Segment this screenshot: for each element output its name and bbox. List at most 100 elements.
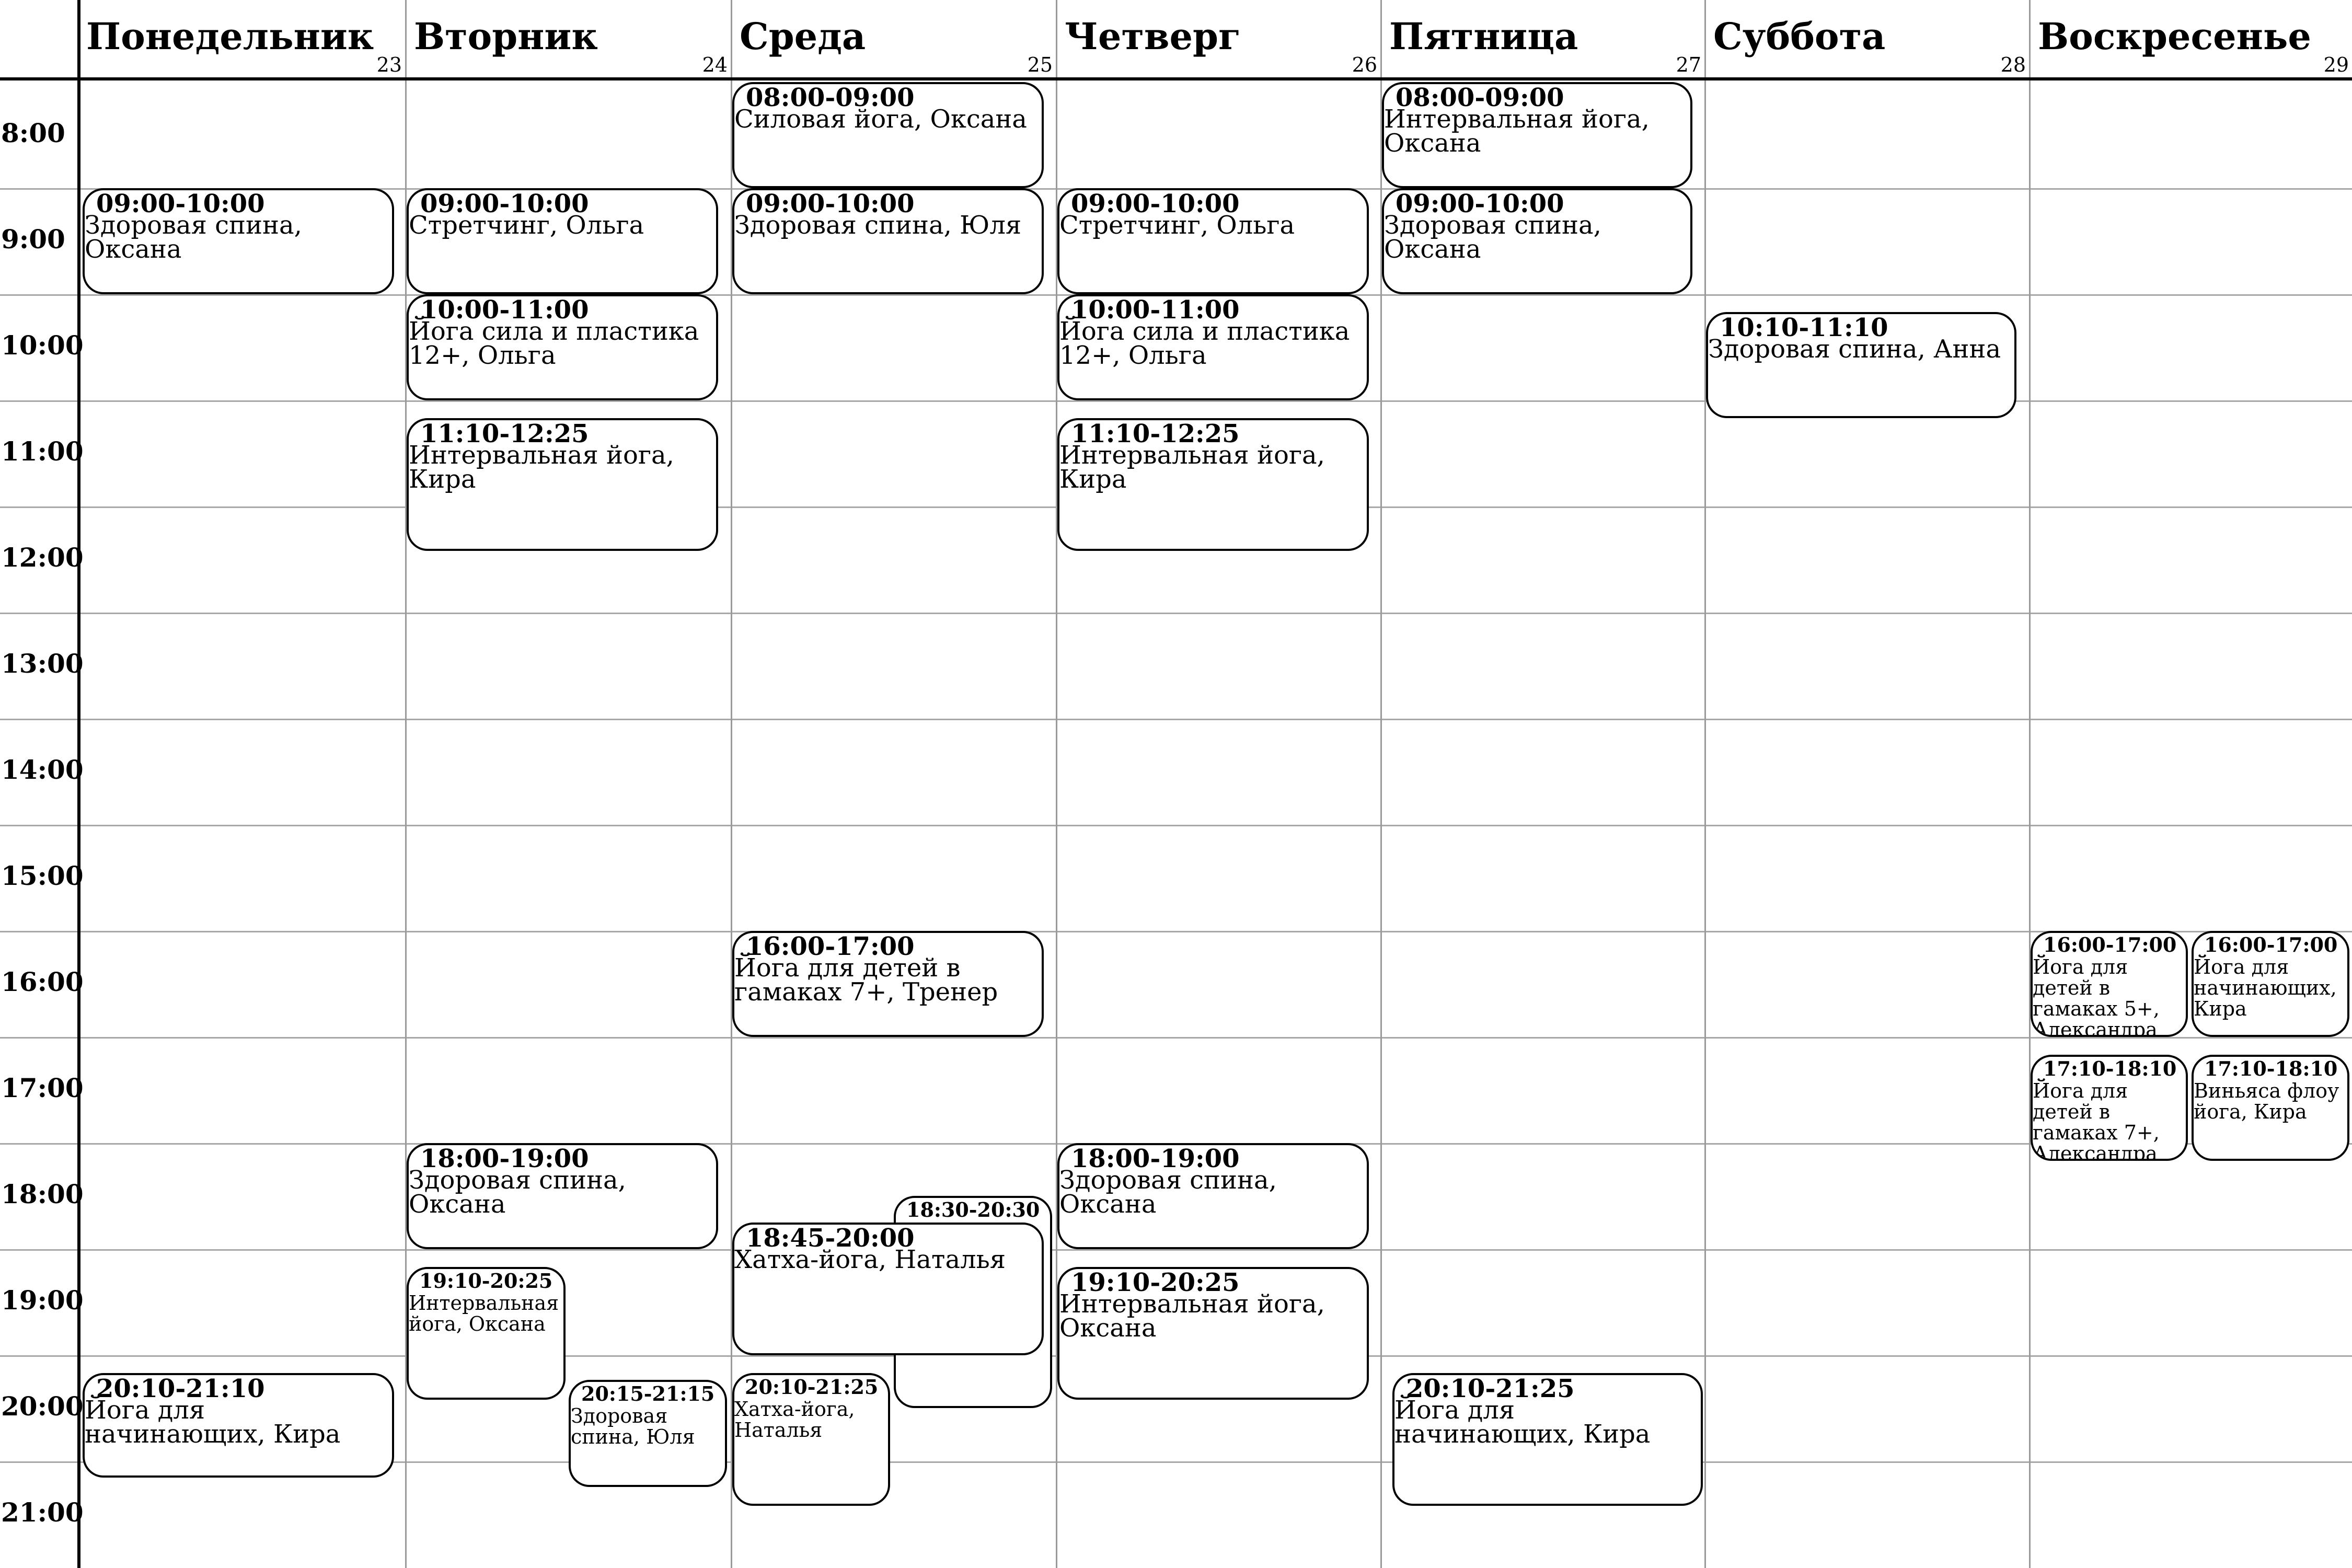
hour-divider bbox=[0, 1037, 2352, 1039]
event-card[interactable]: 09:00-10:00 Здоровая спина, Юля bbox=[732, 188, 1044, 294]
hour-label: 13:00 bbox=[1, 648, 84, 679]
day-date: 23 bbox=[376, 53, 402, 76]
event-card[interactable]: 16:00-17:00 Йога для детей в гамаках 7+,… bbox=[732, 931, 1044, 1037]
event-time: 20:10-21:25 bbox=[745, 1375, 879, 1399]
day-date: 25 bbox=[1027, 53, 1053, 76]
day-header-saturday: Суббота 28 bbox=[1706, 0, 2029, 77]
day-header-monday: Понедельник 23 bbox=[79, 0, 405, 77]
event-time: 09:00-10:00 bbox=[1071, 189, 1240, 218]
event-title: Йога сила и пластика 12+, Ольга bbox=[1059, 317, 1350, 371]
event-title: Здоровая спина, Оксана bbox=[85, 211, 302, 264]
event-title: Стретчинг, Ольга bbox=[409, 211, 644, 240]
day-date: 29 bbox=[2323, 53, 2349, 76]
day-name: Среда bbox=[740, 15, 866, 58]
hour-label: 21:00 bbox=[1, 1497, 84, 1528]
event-title: Йога для детей в гамаках 5+, Александра bbox=[2033, 955, 2160, 1037]
day-date: 27 bbox=[1676, 53, 1701, 76]
event-time: 16:00-17:00 bbox=[746, 932, 915, 961]
event-card[interactable]: 17:10-18:10 Виньяса флоу йога, Кира bbox=[2192, 1055, 2349, 1161]
event-time: 09:00-10:00 bbox=[96, 189, 265, 218]
event-time: 09:00-10:00 bbox=[746, 189, 915, 218]
event-card[interactable]: 10:00-11:00 Йога сила и пластика 12+, Ол… bbox=[1057, 294, 1369, 400]
hour-divider bbox=[0, 613, 2352, 614]
event-card[interactable]: 19:10-20:25 Интервальная йога, Оксана bbox=[1057, 1267, 1369, 1400]
event-title: Хатха-йога, Наталья bbox=[734, 1245, 1006, 1274]
event-time: 08:00-09:00 bbox=[1396, 83, 1564, 112]
event-card[interactable]: 17:10-18:10 Йога для детей в гамаках 7+,… bbox=[2031, 1055, 2188, 1161]
event-title: Йога для детей в гамаках 7+, Александра bbox=[2033, 1079, 2160, 1161]
event-time: 19:10-20:25 bbox=[419, 1269, 553, 1293]
event-card[interactable]: 11:10-12:25 Интервальная йога, Кира bbox=[1057, 418, 1369, 551]
event-time: 18:00-19:00 bbox=[420, 1144, 589, 1173]
day-divider bbox=[1704, 0, 1706, 1568]
event-title: Здоровая спина, Юля bbox=[571, 1404, 695, 1448]
day-divider bbox=[2029, 0, 2031, 1568]
event-time: 08:00-09:00 bbox=[746, 83, 915, 112]
day-divider bbox=[731, 0, 732, 1568]
event-time: 11:10-12:25 bbox=[1071, 419, 1240, 448]
event-card[interactable]: 08:00-09:00 Силовая йога, Оксана bbox=[732, 82, 1044, 188]
event-card[interactable]: 11:10-12:25 Интервальная йога, Кира bbox=[407, 418, 718, 551]
event-title: Здоровая спина, Оксана bbox=[1059, 1166, 1277, 1219]
event-time: 09:00-10:00 bbox=[420, 189, 589, 218]
event-title: Интервальная йога, Кира bbox=[1059, 441, 1325, 494]
day-divider bbox=[1056, 0, 1057, 1568]
day-date: 26 bbox=[1352, 53, 1377, 76]
event-card[interactable]: 18:00-19:00 Здоровая спина, Оксана bbox=[1057, 1143, 1369, 1249]
event-title: Интервальная йога, Оксана bbox=[1384, 105, 1650, 158]
hour-label: 8:00 bbox=[1, 118, 65, 148]
event-card[interactable]: 20:10-21:10 Йога для начинающих, Кира bbox=[83, 1373, 394, 1478]
event-card[interactable]: 20:15-21:15 Здоровая спина, Юля bbox=[569, 1380, 727, 1487]
hour-label: 11:00 bbox=[1, 436, 84, 467]
event-card[interactable]: 09:00-10:00 Стретчинг, Ольга bbox=[407, 188, 718, 294]
hour-divider bbox=[0, 825, 2352, 826]
hour-label: 12:00 bbox=[1, 542, 84, 573]
event-time: 20:15-21:15 bbox=[581, 1382, 715, 1405]
event-title: Интервальная йога, Оксана bbox=[409, 1292, 559, 1335]
hour-label: 14:00 bbox=[1, 754, 84, 785]
day-date: 28 bbox=[2000, 53, 2026, 76]
time-axis-separator bbox=[77, 0, 80, 1568]
event-card[interactable]: 10:10-11:10 Здоровая спина, Анна bbox=[1706, 312, 2016, 418]
day-name: Воскресенье bbox=[2038, 15, 2311, 58]
event-time: 10:00-11:00 bbox=[1071, 295, 1240, 325]
day-divider bbox=[1380, 0, 1382, 1568]
day-name: Пятница bbox=[1389, 15, 1578, 58]
event-time: 20:10-21:10 bbox=[96, 1374, 265, 1403]
event-title: Здоровая спина, Анна bbox=[1708, 335, 2001, 364]
event-time: 17:10-18:10 bbox=[2043, 1057, 2177, 1080]
hour-divider bbox=[0, 719, 2352, 720]
day-name: Вторник bbox=[414, 15, 598, 58]
event-time: 11:10-12:25 bbox=[420, 419, 589, 448]
hour-label: 17:00 bbox=[1, 1073, 84, 1103]
event-time: 18:45-20:00 bbox=[746, 1224, 915, 1253]
event-title: Йога для начинающих, Кира bbox=[2194, 955, 2337, 1020]
event-time: 16:00-17:00 bbox=[2043, 933, 2177, 956]
event-card[interactable]: 16:00-17:00 Йога для детей в гамаках 5+,… bbox=[2031, 931, 2188, 1037]
event-time: 20:10-21:25 bbox=[1406, 1374, 1575, 1403]
event-card[interactable]: 18:00-19:00 Здоровая спина, Оксана bbox=[407, 1143, 718, 1249]
day-header-thursday: Четверг 26 bbox=[1057, 0, 1380, 77]
header-separator bbox=[0, 77, 2352, 80]
event-title: Силовая йога, Оксана bbox=[734, 105, 1027, 134]
day-name: Четверг bbox=[1065, 15, 1241, 58]
event-card[interactable]: 08:00-09:00 Интервальная йога, Оксана bbox=[1382, 82, 1692, 188]
event-title: Здоровая спина, Оксана bbox=[409, 1166, 626, 1219]
event-card[interactable]: 19:10-20:25 Интервальная йога, Оксана bbox=[407, 1267, 566, 1400]
event-card[interactable]: 20:10-21:25 Хатха-йога, Наталья bbox=[732, 1373, 890, 1506]
event-card[interactable]: 16:00-17:00 Йога для начинающих, Кира bbox=[2192, 931, 2349, 1037]
hour-divider bbox=[0, 1461, 2352, 1463]
event-title: Йога для начинающих, Кира bbox=[1394, 1396, 1651, 1449]
event-card[interactable]: 10:00-11:00 Йога сила и пластика 12+, Ол… bbox=[407, 294, 718, 400]
event-card[interactable]: 09:00-10:00 Здоровая спина, Оксана bbox=[83, 188, 394, 294]
hour-divider bbox=[0, 400, 2352, 402]
event-card[interactable]: 09:00-10:00 Здоровая спина, Оксана bbox=[1382, 188, 1692, 294]
event-card[interactable]: 20:10-21:25 Йога для начинающих, Кира bbox=[1392, 1373, 1703, 1506]
hour-label: 15:00 bbox=[1, 860, 84, 891]
event-card[interactable]: 09:00-10:00 Стретчинг, Ольга bbox=[1057, 188, 1369, 294]
event-title: Виньяса флоу йога, Кира bbox=[2194, 1079, 2339, 1123]
event-card[interactable]: 18:45-20:00 Хатха-йога, Наталья bbox=[732, 1223, 1044, 1355]
hour-label: 16:00 bbox=[1, 966, 84, 997]
day-header-sunday: Воскресенье 29 bbox=[2031, 0, 2352, 77]
hour-label: 9:00 bbox=[1, 224, 65, 255]
